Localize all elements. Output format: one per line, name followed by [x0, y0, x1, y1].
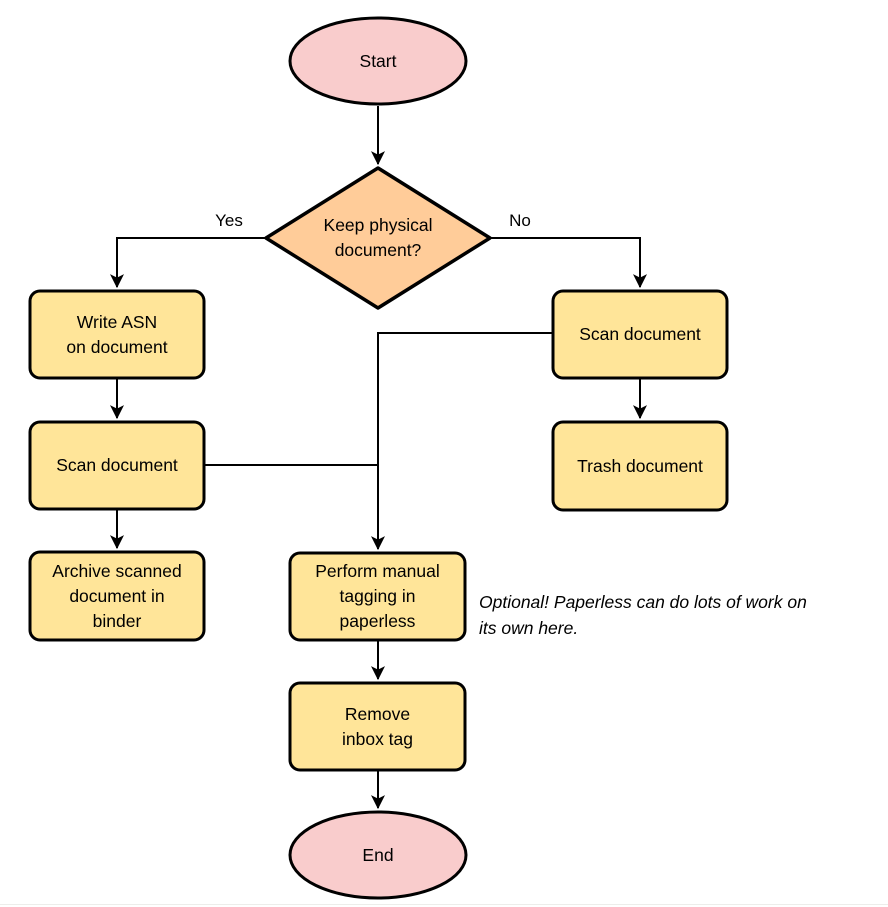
yes-edge-label: Yes: [215, 211, 243, 230]
remove-inbox-node: [288, 681, 467, 772]
end-node: [288, 810, 468, 900]
scan-document-left-node: [28, 420, 206, 511]
archive-node: [28, 550, 206, 642]
no-edge-label: No: [509, 211, 531, 230]
trash-node: [551, 420, 729, 512]
edges-group: [110, 106, 647, 810]
decision-node: [264, 166, 492, 310]
optional-note: Optional! Paperless can do lots of work …: [479, 592, 807, 638]
write-asn-node: [28, 289, 206, 380]
bottom-divider: [0, 904, 888, 905]
edge-decision-no: [489, 237, 647, 289]
start-node: [288, 16, 468, 106]
edge-scanright-to-tagging: [371, 332, 553, 551]
tagging-node: [288, 551, 467, 642]
edge-decision-yes: [110, 237, 267, 289]
scan-document-right-node: [551, 289, 729, 380]
